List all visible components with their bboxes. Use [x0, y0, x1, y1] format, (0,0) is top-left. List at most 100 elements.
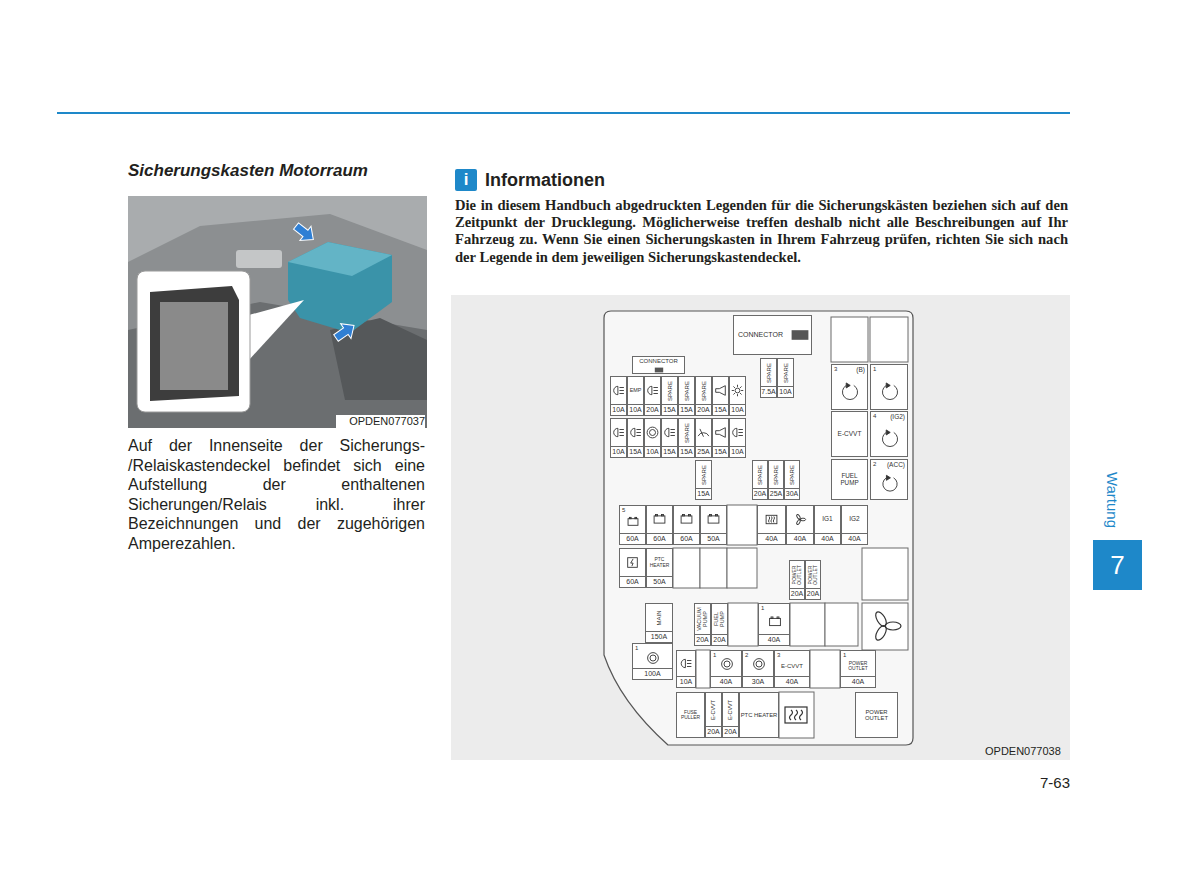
callout-number: 3 [777, 652, 780, 658]
diagram-panel [451, 295, 1070, 760]
lamp-symbol [670, 429, 674, 430]
cell-body: MAIN [646, 604, 672, 631]
relay-box: FUEL PUMP [831, 459, 868, 500]
lamp-symbol [687, 663, 691, 664]
cell-body: SPARE [696, 377, 711, 404]
relay-label: (IG2) [890, 414, 905, 421]
empty-slot [790, 603, 825, 646]
fuse-rating: 50A [647, 576, 672, 587]
fuse-name: FUEL PUMP [714, 605, 726, 633]
cell-body [713, 419, 728, 446]
fuse-rating: 40A [758, 533, 785, 544]
fuse-cell: 50A [700, 505, 727, 545]
fuse-rating: 20A [695, 634, 710, 645]
fuse-name: E-CVVT [711, 694, 717, 725]
fuse-cell: FUEL PUMP20A [711, 603, 728, 646]
cell-body [633, 644, 672, 668]
fuse-name: SPARE [765, 360, 771, 385]
relay-symbol [883, 478, 897, 491]
fuse-name: SPARE [683, 378, 689, 403]
fuse-rating: 50A [701, 533, 726, 544]
reservoir [236, 250, 282, 268]
cell-body: POWER OUTLET [790, 561, 804, 588]
fuse-name: IG1 [822, 516, 832, 523]
fuse-name: SPARE [666, 378, 672, 403]
cell-body [696, 419, 711, 446]
fuse-name: SPARE [789, 462, 795, 487]
fuse-cell: MAIN150A [645, 603, 673, 643]
fuse-rating: 10A [645, 446, 660, 457]
fuse-cell: 20A [644, 376, 661, 416]
fuse-cell: POWER OUTLET20A [789, 560, 805, 600]
fuse-cell: SPARE20A [752, 460, 768, 500]
fuse-cell: CONNECTOR [733, 315, 812, 355]
fuse-rating: 20A [645, 404, 660, 415]
wiper-symbol [700, 429, 704, 437]
cell-body: IG1 [815, 506, 840, 533]
fuse-rating: 15A [662, 404, 677, 415]
sun-symbol [732, 390, 734, 391]
fuse-name: VACUUM PUMP [697, 605, 709, 633]
figure-code: OPDEN077037 [336, 415, 425, 428]
sun-symbol [740, 393, 742, 395]
fuse-rating: 10A [730, 446, 745, 457]
fuse-rating: 20A [806, 588, 820, 599]
lamp-symbol [738, 429, 742, 430]
circle-symbol [650, 655, 656, 661]
pointer-arrow [331, 318, 359, 345]
fuse-cell: 60A [673, 505, 700, 545]
fuse-rating: 40A [775, 676, 809, 687]
page-number: 7-63 [1020, 774, 1070, 792]
fuse-cell: IG240A [841, 505, 868, 545]
cell-body: POWER OUTLET [806, 561, 820, 588]
fuse-name: E-CVVT [728, 694, 734, 725]
fuse-cell: SPARE15A [695, 460, 712, 500]
relay-box: 3(B) [831, 364, 868, 410]
relay-box: E-CVVT [831, 411, 868, 457]
fuse-name: IG2 [849, 516, 859, 523]
fuse-rating: 60A [674, 533, 699, 544]
bat-symbol [771, 617, 773, 618]
fuse-cell: 10A [729, 376, 746, 416]
lamp-symbol [636, 435, 640, 436]
lamp-symbol [648, 386, 652, 394]
fuse-cell: POWER OUTLET140A [840, 650, 876, 688]
fuse-cell: 140A [758, 603, 790, 646]
pointer-arrow [290, 219, 318, 247]
fuse-rating: 15A [679, 446, 694, 457]
conn-symbol [792, 330, 809, 340]
defrost-symbol [766, 515, 777, 523]
relay-symbol [882, 432, 897, 446]
defrost-symbol [773, 517, 774, 523]
bat-symbol [777, 617, 779, 618]
cell-body [647, 506, 672, 533]
fuse-name: POWER OUTLET [841, 661, 875, 671]
cell-body: E-CVVT [706, 693, 721, 726]
cell-body: PTC HEATER [740, 693, 778, 737]
lamp-symbol [619, 393, 623, 394]
fuse-rating: 10A [611, 404, 626, 415]
callout-number: 4 [873, 413, 876, 419]
fuse-box-lid [288, 242, 392, 276]
inset-frame [137, 271, 250, 412]
fan-symbol [874, 610, 889, 628]
fuse-rating: 15A [679, 404, 694, 415]
fuse-cell: SPARE15A [678, 376, 695, 416]
chapter-tab: 7 [1093, 540, 1142, 590]
fuse-rating: 150A [646, 631, 672, 642]
fuse-cell: VACUUM PUMP20A [694, 603, 711, 646]
cell-body [758, 506, 785, 533]
fuse-rating: 20A [723, 726, 738, 737]
cell-body: SPARE [679, 419, 694, 446]
lamp-symbol [733, 428, 737, 436]
bat-symbol [708, 516, 719, 523]
cell-body [611, 377, 626, 404]
fuse-name: POWER OUTLET [808, 562, 819, 587]
empty-slot [696, 650, 710, 688]
section-title: Sicherungskasten Motorraum [128, 161, 428, 181]
fuse-cell: SPARE30A [784, 460, 800, 500]
fuse-rating: 40A [787, 533, 813, 544]
fuse-rating: 40A [841, 676, 875, 687]
circle-symbol [650, 430, 656, 436]
fuse-cell: 15A [712, 418, 729, 458]
